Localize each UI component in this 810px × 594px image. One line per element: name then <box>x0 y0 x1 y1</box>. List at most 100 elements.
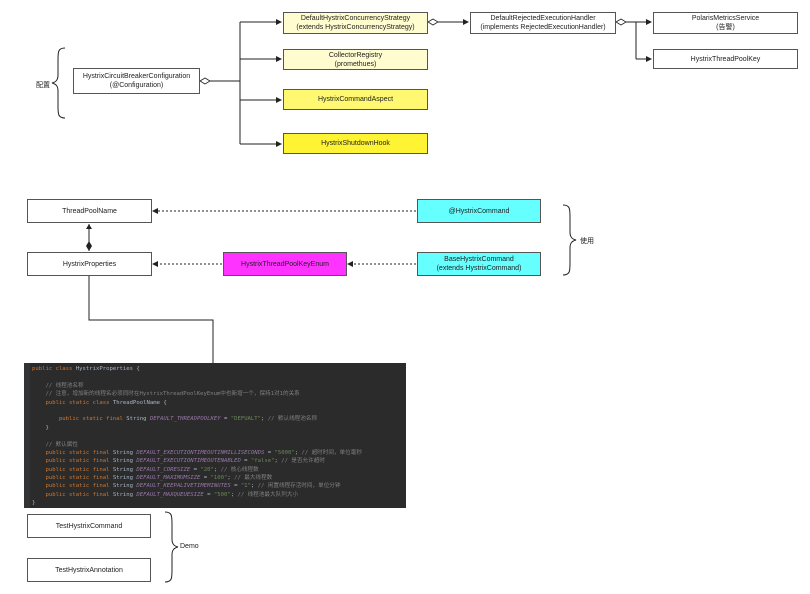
code-token: public static final <box>32 458 113 465</box>
base-command-name: BaseHystrixCommand <box>444 256 514 263</box>
shutdown-box[interactable]: HystrixShutdownHook <box>283 133 428 154</box>
collector-box[interactable]: CollectorRegistry (promethues) <box>283 49 428 70</box>
code-token: public static final <box>32 483 113 490</box>
poolkey-box[interactable]: HystrixThreadPoolKey <box>653 49 798 69</box>
hystrix-properties-name: HystrixProperties <box>62 260 117 268</box>
rejected-name: DefaultRejectedExecutionHandler <box>490 15 596 22</box>
code-line: // 线程池名称 <box>24 382 406 390</box>
strategy-name: DefaultHystrixConcurrencyStrategy <box>300 15 411 22</box>
strategy-box[interactable]: DefaultHystrixConcurrencyStrategy (exten… <box>283 12 428 34</box>
code-line: } <box>24 499 406 507</box>
polaris-box[interactable]: PolarisMetricsService (告警) <box>653 12 798 34</box>
code-token: = <box>203 491 214 498</box>
code-token: DEFAULT_CORESIZE <box>136 466 191 473</box>
code-line: } <box>24 424 406 432</box>
code-token: DEFAULT_EXECUTIONTIMEOUTENABLED <box>136 458 241 465</box>
code-token: "DEFUALT" <box>230 416 262 423</box>
code-line: public static class ThreadPoolName { <box>24 399 406 407</box>
code-token: "500" <box>213 491 231 498</box>
code-lines: public class HystrixProperties { // 线程池名… <box>24 365 406 508</box>
code-token: "1" <box>240 483 251 490</box>
config-label: 配置 <box>36 82 50 89</box>
code-token: = <box>240 458 251 465</box>
code-token: ThreadPoolName { <box>112 399 167 406</box>
code-line <box>24 432 406 440</box>
aspect-box[interactable]: HystrixCommandAspect <box>283 89 428 110</box>
hystrix-properties-box[interactable]: HystrixProperties <box>27 252 152 276</box>
code-line: public static final String DEFAULT_MAXQU… <box>24 491 406 499</box>
demo-brace <box>164 511 179 583</box>
code-token: // 核心线程数 <box>220 466 259 473</box>
test-annotation-name: TestHystrixAnnotation <box>55 566 123 574</box>
test-command-box[interactable]: TestHystrixCommand <box>27 514 151 538</box>
code-token: String <box>112 483 137 490</box>
code-token: String <box>112 491 137 498</box>
code-token: public static final <box>32 449 113 456</box>
code-token: // 默认属性 <box>32 441 78 448</box>
code-line: public static final String DEFAULT_EXECU… <box>24 449 406 457</box>
code-token: HystrixProperties { <box>75 366 140 372</box>
thread-pool-name-box[interactable]: ThreadPoolName <box>27 199 152 223</box>
base-command-extends: (extends HystrixCommand) <box>436 265 522 272</box>
annotation-name: @HystrixCommand <box>448 207 510 215</box>
code-token: // 默认线程池名称 <box>267 416 318 423</box>
code-token: = <box>190 466 201 473</box>
code-line: public class HystrixProperties { <box>24 365 406 373</box>
aspect-name: HystrixCommandAspect <box>317 96 394 103</box>
code-line: // 注意，增加新的线程名必须同时在HystrixThreadPoolKeyEn… <box>24 390 406 398</box>
code-token: DEFAULT_MAXIMUMSIZE <box>136 475 201 482</box>
demo-label: Demo <box>180 543 199 550</box>
code-line <box>24 407 406 415</box>
code-token: "100" <box>210 475 228 482</box>
code-token: } <box>32 500 36 507</box>
code-token: String <box>126 416 150 423</box>
code-token: DEFAULT_EXECUTIONTIMEOUTINMILLISECONDS <box>136 449 265 456</box>
code-line: public static final String DEFAULT_EXECU… <box>24 457 406 465</box>
usage-label: 使用 <box>580 238 594 245</box>
code-token: String <box>112 458 137 465</box>
code-token: = <box>220 416 231 423</box>
code-gutter <box>24 363 30 508</box>
code-token: = <box>230 483 241 490</box>
code-token: = <box>200 475 211 482</box>
code-token: ; <box>250 483 258 490</box>
polaris-note: (告警) <box>716 24 735 31</box>
hystrix-properties-code: public class HystrixProperties { // 线程池名… <box>24 363 406 508</box>
code-line: public static final String DEFAULT_CORES… <box>24 466 406 474</box>
code-line: public static final String DEFAULT_MAXIM… <box>24 474 406 482</box>
code-line: // 默认属性 <box>24 441 406 449</box>
code-line: public static final String DEFAULT_THREA… <box>24 415 406 423</box>
code-token: // 是否允许超时 <box>281 458 325 465</box>
code-token: // 超时时间，单位毫秒 <box>301 449 362 456</box>
strategy-extends: (extends HystrixConcurrencyStrategy) <box>296 24 415 31</box>
code-token: // 注意，增加新的线程名必须同时在HystrixThreadPoolKeyEn… <box>32 391 300 398</box>
code-token: // 线程池名称 <box>32 382 84 389</box>
code-token: DEFAULT_MAXQUEUESIZE <box>136 491 204 498</box>
code-token: public static final <box>32 475 113 482</box>
code-token: public static final <box>32 466 113 473</box>
test-annotation-box[interactable]: TestHystrixAnnotation <box>27 558 151 582</box>
code-token: DEFAULT_THREADPOOLKEY <box>149 416 221 423</box>
code-token: ; <box>230 491 238 498</box>
code-token: ; <box>294 449 302 456</box>
polaris-name: PolarisMetricsService <box>691 15 760 22</box>
code-token: = <box>264 449 275 456</box>
key-enum-box[interactable]: HystrixThreadPoolKeyEnum <box>223 252 347 276</box>
code-token: DEFAULT_KEEPALIVETIMEMINUTES <box>136 483 231 490</box>
config-class-box[interactable]: HystrixCircuitBreakerConfiguration (@Con… <box>73 68 200 94</box>
code-token: ; <box>274 458 282 465</box>
code-token: // 闲置线程存活时间，单位分钟 <box>257 483 341 490</box>
base-command-box[interactable]: BaseHystrixCommand (extends HystrixComma… <box>417 252 541 276</box>
thread-pool-name: ThreadPoolName <box>62 207 117 215</box>
code-token: public static final <box>32 416 127 423</box>
code-token: } <box>32 424 49 431</box>
poolkey-name: HystrixThreadPoolKey <box>690 55 761 63</box>
rejected-box[interactable]: DefaultRejectedExecutionHandler (impleme… <box>470 12 616 34</box>
code-token: String <box>112 466 137 473</box>
code-token: // 线程池最大队列大小 <box>237 491 298 498</box>
code-token: public static final <box>32 491 113 498</box>
annotation-box[interactable]: @HystrixCommand <box>417 199 541 223</box>
code-line <box>24 373 406 381</box>
code-line: public static final String DEFAULT_KEEPA… <box>24 482 406 490</box>
